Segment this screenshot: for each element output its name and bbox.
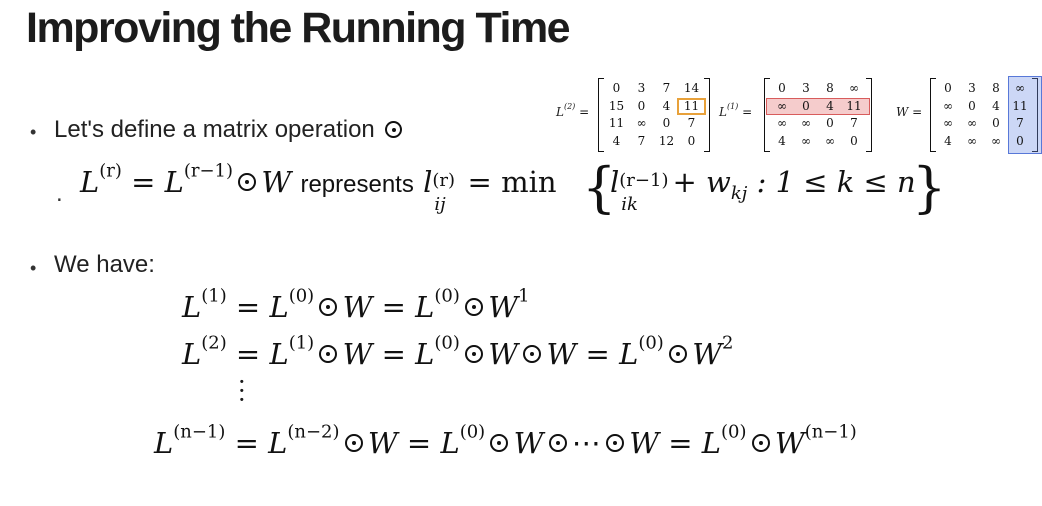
matrix-cell: 0	[637, 98, 646, 113]
min-text: min	[501, 165, 557, 199]
matrix-cell: 3	[968, 81, 976, 95]
matrix-cell: ∞	[636, 116, 647, 130]
matrix-cell: 14	[683, 81, 700, 95]
condition-text: : 1 ≤ k ≤ n	[756, 165, 916, 199]
matrix-cell: 0	[802, 98, 810, 113]
highlight-column	[1008, 76, 1042, 154]
matrix-cell: ∞	[1015, 81, 1025, 95]
matrix-cell: 7	[1016, 116, 1024, 130]
matrix-cell: 7	[850, 116, 858, 130]
matrix-cell: 4	[662, 98, 671, 113]
highlight-cell	[677, 97, 706, 115]
matrix-bracket	[1032, 78, 1038, 152]
matrix-cell: ∞	[967, 116, 977, 130]
matrix-cell: 0	[944, 81, 952, 95]
matrix-cell: ∞	[967, 133, 977, 148]
matrix-cell: 8	[826, 81, 834, 95]
matrix-L2-label: L(2) =	[556, 102, 590, 119]
right-brace: }	[912, 156, 947, 219]
matrix-cell: 4	[612, 133, 621, 148]
matrix-cell: 0	[612, 81, 621, 95]
odot-operator-icon	[385, 121, 403, 138]
matrix-cell: 8	[992, 81, 1000, 95]
set-expression: l(r−1)ik + wkj : 1 ≤ k ≤ n	[610, 165, 916, 215]
equation-L1: L(1) = L(0)W = L(0)W1	[182, 285, 530, 324]
matrix-cell: 11	[608, 116, 625, 130]
matrix-cell: 3	[637, 81, 646, 95]
bullet-define-text: Let's define a matrix operation	[54, 116, 375, 143]
matrix-cell: 12	[658, 133, 675, 148]
matrix-cell: 4	[778, 133, 786, 148]
matrix-cell: 0	[1016, 133, 1024, 148]
matrix-cell: 11	[1012, 98, 1028, 113]
matrix-cell: 7	[687, 116, 696, 130]
matrix-cell: ∞	[943, 98, 953, 113]
matrix-L1: 0 3 8 ∞ ∞ 0 4 11 ∞ ∞ 0 7 4 ∞ ∞ 0	[764, 78, 872, 152]
left-brace: {	[582, 156, 617, 219]
matrix-cell: 0	[850, 133, 858, 148]
matrix-cell: 4	[826, 98, 834, 113]
equation-Ln-1: L(n−1) = L(n−2)W = L(0)W⋯W = L(0)W(n−1)	[154, 421, 857, 460]
odot-icon	[238, 172, 257, 191]
matrix-cell: 7	[662, 81, 671, 95]
matrix-bracket	[598, 78, 604, 152]
matrix-cell: 4	[944, 133, 952, 148]
matrix-cell: 0	[992, 116, 1000, 130]
matrix-bracket	[704, 78, 710, 152]
matrix-bracket	[764, 78, 770, 152]
matrix-cell: ∞	[991, 133, 1001, 148]
matrix-cell: ∞	[849, 81, 859, 95]
highlight-row	[766, 97, 870, 115]
matrix-cell: 0	[968, 98, 976, 113]
matrix-cell: ∞	[943, 116, 953, 130]
matrix-L1-label: L(1) =	[719, 102, 753, 119]
represents-text: represents	[300, 171, 414, 198]
matrix-cell: 11	[846, 98, 862, 113]
bullet-marker: •	[30, 258, 37, 278]
matrix-W-label: W =	[896, 105, 923, 119]
slide-title: Improving the Running Time	[26, 4, 571, 52]
matrix-cell: ∞	[777, 98, 787, 113]
matrix-cell: 0	[826, 116, 834, 130]
bullet-we-have: We have:	[54, 251, 155, 278]
matrix-cell: ∞	[801, 116, 811, 130]
matrix-cell: 15	[608, 98, 625, 113]
matrix-cell: 4	[992, 98, 1000, 113]
matrix-cell: 0	[778, 81, 786, 95]
matrix-bracket	[930, 78, 936, 152]
bullet-marker: •	[30, 122, 37, 142]
matrix-cell: 3	[802, 81, 810, 95]
vertical-ellipsis: ···	[238, 368, 246, 414]
bullet-marker: .	[56, 180, 63, 207]
matrix-cell: 11	[683, 98, 700, 113]
matrix-cell: ∞	[825, 133, 835, 148]
matrix-bracket	[866, 78, 872, 152]
matrix-cell: 0	[662, 116, 671, 130]
matrix-L2: 0 3 7 14 15 0 4 11 11 ∞ 0 7 4 7 12 0	[598, 78, 710, 152]
matrix-W: 0 3 8 ∞ ∞ 0 4 11 ∞ ∞ 0 7 4 ∞ ∞ 0	[930, 76, 1042, 154]
matrix-cell: 7	[637, 133, 646, 148]
matrix-cell: ∞	[777, 116, 787, 130]
matrix-cell: ∞	[801, 133, 811, 148]
bullet-define-operation: Let's define a matrix operation	[54, 116, 407, 144]
definition-equation: L(r) = L(r−1)W represents l(r)ij = min	[80, 160, 557, 215]
matrix-cell: 0	[687, 133, 696, 148]
